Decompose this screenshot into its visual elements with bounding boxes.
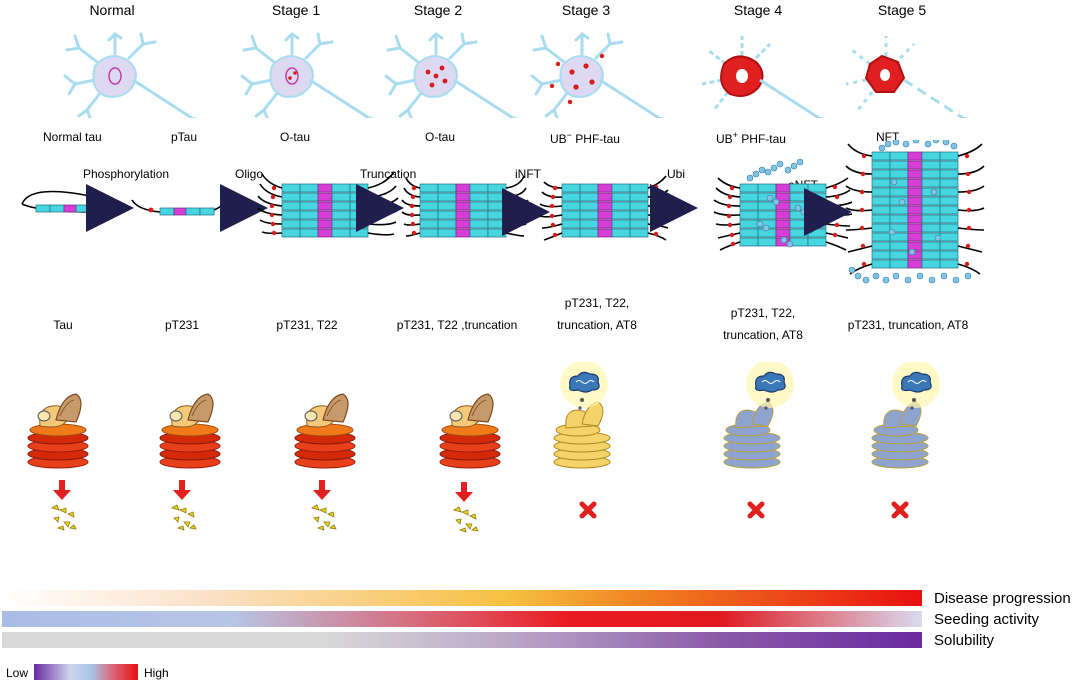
neuron-normal [63, 32, 207, 118]
process-phosphorylation: Phosphorylation [83, 167, 170, 181]
marker-stage-1: pT231, T22 [276, 318, 338, 332]
stage-header-2: Stage 2 [413, 2, 463, 18]
neuron-stage-1 [240, 32, 384, 118]
stage-header-4: Stage 4 [733, 2, 783, 18]
label-normal-tau: Normal tau [43, 130, 102, 144]
neuron-stage-4 [701, 36, 831, 118]
disease-progression-label: Disease progression [934, 590, 1071, 607]
stage-header-5: Stage 5 [877, 2, 927, 18]
tau-aggregation-row [21, 140, 985, 284]
thought-cloud-stage-4 [745, 362, 795, 411]
process-truncation: Truncation [360, 167, 417, 181]
legend-high-label: High [144, 666, 169, 680]
disease-progression-bar [2, 590, 922, 606]
tau-phf-ub-positive [713, 158, 853, 251]
marker-stage-4: pT231, T22,truncation, AT8 [723, 306, 803, 342]
tau-oligomer-stage-2 [401, 175, 529, 238]
proteasome-inactive-stage-5 [871, 401, 929, 469]
neuron-stage-2 [384, 32, 528, 118]
label-ub-negative-phf-tau: UB− PHF-tau [550, 130, 620, 146]
label-otau-1: O-tau [280, 130, 311, 144]
marker-stage-2: pT231, T22 ,truncation [396, 318, 518, 332]
seeding-activity-label: Seeding activity [934, 611, 1040, 628]
proteasome-active-ptau [159, 393, 221, 469]
process-oligo: Oligo [235, 167, 264, 181]
process-ubi: Ubi [667, 167, 686, 181]
label-otau-2: O-tau [425, 130, 456, 144]
solubility-label: Solubility [934, 632, 995, 649]
neuron-stage-5 [845, 36, 975, 118]
legend-color-scale [34, 664, 138, 680]
stage-header-3: Stage 3 [561, 2, 611, 18]
marker-ptau: pT231 [164, 318, 200, 332]
marker-stage-3: pT231, T22,truncation, AT8 [557, 296, 637, 332]
process-infT: iNFT [515, 167, 541, 181]
thought-cloud-stage-5 [891, 362, 941, 411]
label-ub-positive-phf-tau: UB+ PHF-tau [716, 130, 786, 146]
neuron-row [63, 32, 975, 118]
proteasome-active-normal [27, 393, 89, 469]
label-ptau: pTau [171, 130, 198, 144]
proteasome-active-stage-2 [439, 393, 501, 469]
thought-cloud-stage-3 [559, 362, 609, 411]
seeding-activity-bar [2, 611, 922, 627]
proteasome-inactive-stage-4 [723, 401, 781, 469]
proteasome-row [27, 362, 941, 533]
tau-oligomer-stage-1 [257, 171, 399, 238]
proteasome-inactive-stage-3 [553, 401, 611, 469]
tau-monomer-normal [21, 190, 97, 213]
stage-header-normal: Normal [89, 2, 135, 18]
neuron-stage-3 [530, 32, 674, 118]
tau-monomer-phospho [131, 191, 233, 216]
tau-phf-ub-negative [539, 175, 671, 241]
degradation-arrows [53, 480, 473, 502]
blocked-marks [579, 501, 909, 519]
marker-normal: Tau [53, 318, 73, 332]
degraded-fragments [51, 504, 479, 533]
tau-nft [845, 140, 985, 284]
proteasome-active-stage-1 [294, 393, 356, 469]
stage-header-1: Stage 1 [271, 2, 321, 18]
legend-low-label: Low [6, 666, 29, 680]
solubility-bar [2, 632, 922, 648]
marker-stage-5: pT231, truncation, AT8 [847, 318, 969, 332]
